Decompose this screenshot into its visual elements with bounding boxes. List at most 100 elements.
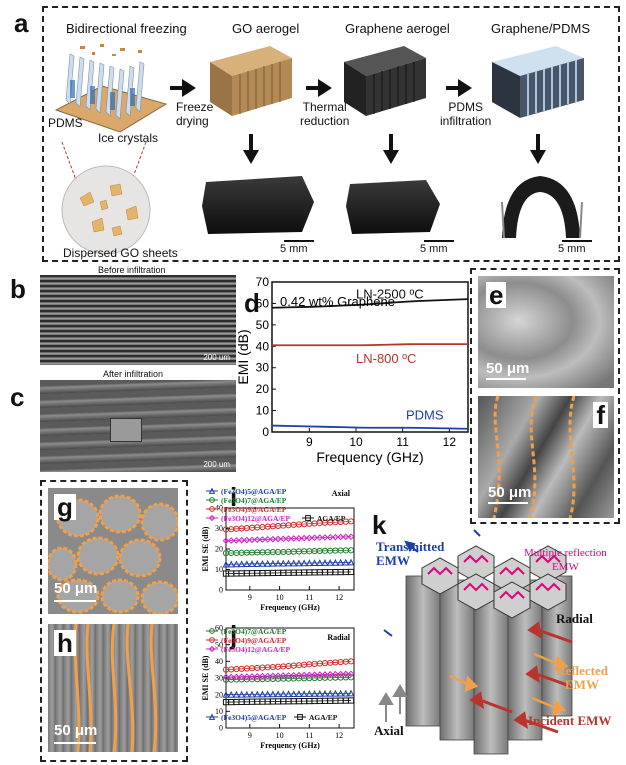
series-line — [225, 520, 352, 530]
panel-label-e: e — [486, 282, 507, 308]
label-radial: Radial — [556, 611, 593, 626]
x-tick-label: 11 — [305, 731, 313, 740]
y-tick-label: 0 — [262, 425, 269, 439]
series-marker — [233, 690, 240, 698]
y-tick-label: 10 — [256, 404, 270, 418]
sem-after-infiltration: 200 um — [40, 380, 236, 472]
series-marker — [321, 559, 329, 566]
series-label: LN-800 ºC — [356, 351, 416, 366]
legend-entry: (Fe3O4)12@AGA/EP — [206, 645, 290, 654]
x-axis-label: Frequency (GHz) — [316, 449, 423, 465]
legend-entry: (Fe3O4)9@AGA/EP — [206, 636, 287, 645]
legend-label: (Fe3O4)9@AGA/EP — [221, 505, 287, 514]
dispersed-go-sheets-label: Dispersed GO sheets — [63, 246, 178, 260]
x-axis-label: Frequency (GHz) — [260, 741, 320, 750]
x-tick-label: 11 — [396, 435, 409, 449]
step-freeze-drying: Freeze drying — [176, 100, 214, 128]
legend-marker — [297, 714, 303, 720]
series-marker — [326, 689, 334, 697]
legend-entry: (Fe3O4)5@AGA/EP — [206, 713, 287, 722]
x-tick-label: 9 — [248, 593, 252, 602]
series-marker — [331, 689, 339, 697]
scale-text-a3: 5 mm — [558, 243, 586, 255]
scale-text-e: 50 μm — [486, 360, 530, 377]
series-marker — [295, 671, 303, 679]
scale-bar-f — [488, 502, 528, 504]
series-marker — [326, 671, 334, 678]
panel-label-b: b — [10, 274, 26, 304]
legend-entry: (Fe3O4)7@AGA/EP — [206, 496, 287, 505]
sem-g-cell-outlines — [48, 494, 178, 614]
series-marker — [253, 560, 261, 567]
series-marker — [342, 558, 350, 566]
series-marker — [222, 537, 230, 545]
legend-entry: (Fe3O4)9@AGA/EP — [206, 505, 287, 514]
y-tick-label: 40 — [256, 339, 270, 353]
series-line — [225, 571, 352, 574]
y-tick-label: 10 — [215, 707, 223, 716]
scale-bar-g — [54, 600, 96, 602]
panel-ef-frame — [470, 268, 620, 524]
series-marker — [279, 672, 287, 679]
series-marker — [238, 673, 245, 681]
y-tick-label: 60 — [215, 624, 223, 633]
series-marker — [300, 559, 308, 567]
y-axis-label: EMI SE (dB) — [201, 526, 210, 571]
series-marker — [269, 690, 277, 698]
title-graphene-aerogel: Graphene aerogel — [345, 21, 450, 36]
legend-label: (Fe3O4)12@AGA/EP — [221, 645, 290, 654]
series-marker — [259, 672, 266, 680]
plot-frame — [271, 281, 469, 433]
go-aerogel-block-illustration — [210, 46, 292, 116]
chart-j-direction: Radial — [327, 633, 350, 642]
scale-bar-h — [54, 742, 96, 744]
series-marker — [342, 689, 350, 697]
series-marker — [295, 534, 303, 542]
series-marker — [337, 689, 345, 697]
series-marker — [227, 673, 235, 681]
series-marker — [337, 533, 344, 541]
title-graphene-pdms: Graphene/PDMS — [491, 21, 590, 36]
caption-before-infiltration: Before infiltration — [98, 265, 166, 275]
series-marker — [290, 559, 298, 567]
series-marker — [227, 560, 235, 568]
scale-text-a2: 5 mm — [420, 243, 448, 255]
label-incident-emw: Incident EMW — [528, 713, 612, 728]
y-tick-label: 10 — [215, 565, 223, 574]
legend-entry: (Fe3O4)7@AGA/EP — [206, 627, 287, 636]
series-marker — [300, 534, 308, 542]
series-line — [225, 536, 352, 542]
legend-marker — [208, 514, 216, 522]
sem-f: f 50 μm — [478, 396, 614, 518]
hexagonal-structure-illustration — [378, 529, 573, 755]
series-marker — [279, 559, 287, 567]
y-tick-label: 20 — [256, 382, 270, 396]
series-marker — [253, 690, 261, 698]
series-marker — [243, 560, 251, 568]
series-marker — [233, 673, 240, 681]
series-marker — [316, 534, 324, 541]
sem-feature — [110, 418, 142, 442]
series-line — [272, 343, 468, 347]
label-reflected-emw: Reflected EMW — [556, 663, 608, 692]
series-marker — [222, 560, 230, 568]
y-tick-label: 40 — [215, 657, 223, 666]
legend-marker — [209, 497, 215, 503]
arrow-pdms-infiltration-stem — [446, 86, 460, 90]
series-marker — [243, 536, 251, 544]
sem-before-infiltration: 200 um — [40, 275, 236, 365]
step-thermal-reduction: Thermal reduction — [300, 100, 350, 128]
x-tick-label: 10 — [276, 593, 284, 602]
series-marker — [222, 673, 230, 681]
scale-text-g: 50 μm — [54, 580, 98, 597]
panel-label-j: j — [230, 620, 238, 650]
panel-label-a: a — [14, 8, 29, 38]
panel-label-g: g — [54, 494, 76, 520]
x-tick-label: 9 — [306, 435, 313, 449]
series-marker — [233, 560, 240, 568]
series-marker — [337, 670, 344, 678]
series-marker — [347, 568, 355, 576]
legend-marker — [305, 515, 311, 521]
